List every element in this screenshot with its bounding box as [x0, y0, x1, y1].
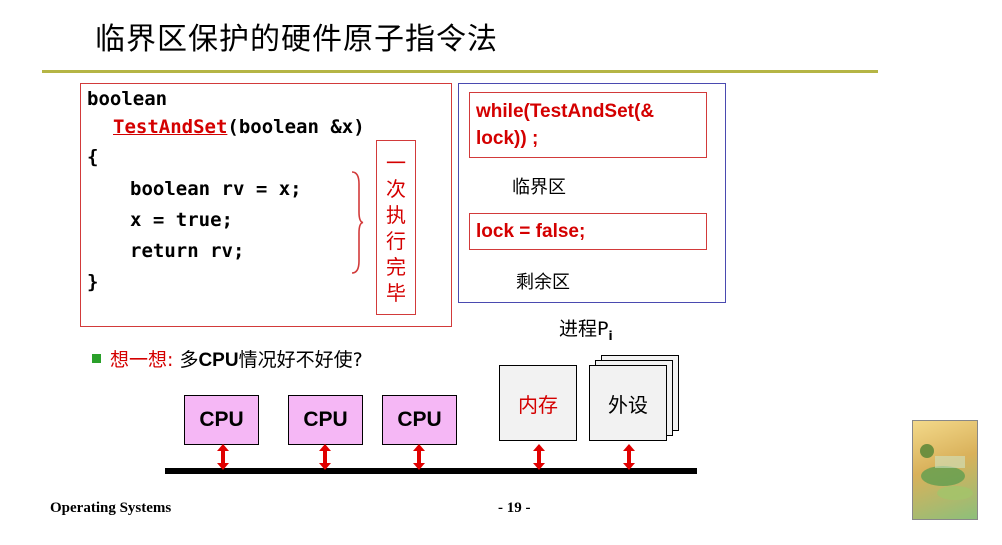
code-function-name: TestAndSet	[113, 116, 228, 138]
curly-brace-icon	[351, 171, 364, 274]
question-text-a: 多	[173, 349, 199, 371]
cpu-box-3: CPU	[382, 395, 457, 445]
while-line-1: while(TestAndSet(&	[476, 101, 655, 122]
memory-box: 内存	[499, 365, 577, 441]
code-close-brace: }	[87, 271, 99, 293]
footer-course-name: Operating Systems	[50, 500, 172, 516]
process-box	[458, 83, 726, 303]
lock-release-text: lock = false;	[476, 221, 586, 242]
while-line-2: lock)) ;	[476, 128, 539, 149]
question-line: 想一想: 多CPU情况好不好使?	[110, 345, 363, 372]
atomic-char: 次	[386, 176, 406, 201]
code-params: (boolean &x)	[227, 116, 365, 138]
peripheral-box: 外设	[589, 365, 667, 441]
atomic-execution-note: 一 次 执 行 完 毕	[376, 140, 416, 315]
while-loop-box	[469, 92, 707, 158]
code-body-line-2: x = true;	[130, 209, 233, 231]
book-cover-icon	[912, 420, 978, 520]
lock-release-box	[469, 213, 707, 250]
slide-title: 临界区保护的硬件原子指令法	[95, 22, 498, 57]
bus-arrow-icon	[319, 444, 331, 470]
code-signature: TestAndSet(boolean &x)	[113, 116, 365, 138]
bus-arrow-icon	[623, 444, 635, 470]
critical-section-label: 临界区	[512, 177, 566, 198]
code-body-line-1: boolean rv = x;	[130, 178, 302, 200]
code-box	[80, 83, 452, 327]
title-underline	[42, 70, 878, 73]
atomic-char: 完	[386, 254, 406, 279]
bus-arrow-icon	[217, 444, 229, 470]
bullet-square-icon	[92, 354, 101, 363]
atomic-char: 一	[386, 150, 406, 175]
process-label: 进程Pi	[559, 314, 613, 343]
code-body-line-3: return rv;	[130, 240, 245, 262]
question-prefix: 想一想:	[110, 349, 174, 371]
atomic-char: 执	[386, 202, 406, 227]
cpu-box-2: CPU	[288, 395, 363, 445]
bus-arrow-icon	[533, 444, 545, 470]
code-return-type: boolean	[87, 88, 168, 110]
question-cpu: CPU	[198, 350, 239, 371]
bus-arrow-icon	[413, 444, 425, 470]
remainder-section-label: 剩余区	[516, 272, 570, 293]
code-open-brace: {	[87, 146, 99, 168]
atomic-char: 行	[386, 228, 406, 253]
question-text-b: 情况好不好使?	[238, 349, 363, 371]
process-subscript: i	[608, 328, 613, 343]
system-bus	[165, 468, 697, 474]
footer-page-number: - 19 -	[498, 500, 531, 516]
atomic-char: 毕	[386, 280, 406, 305]
process-label-text: 进程P	[559, 318, 609, 340]
cpu-box-1: CPU	[184, 395, 259, 445]
